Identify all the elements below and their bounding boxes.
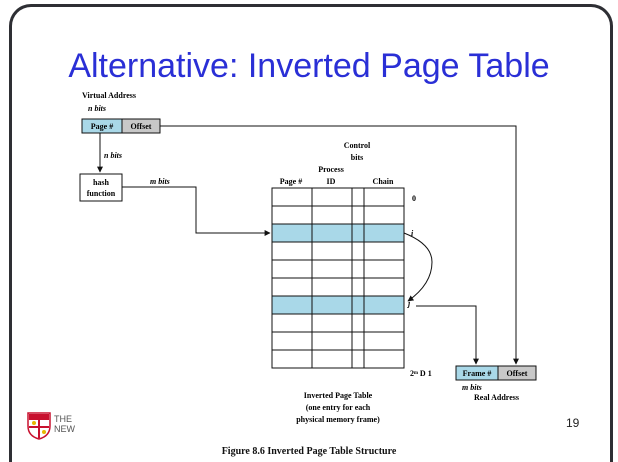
n-bits-mid-label: n bits: [104, 151, 122, 160]
table-row-highlight-j: [272, 296, 404, 314]
slide-number: 19: [566, 416, 580, 430]
hash-function-box: [79, 173, 123, 202]
real-address-label: Real Address: [474, 393, 519, 402]
process-id-header-2: ID: [327, 177, 336, 186]
slide-frame: [9, 4, 613, 462]
frame-number-field-label: Frame #: [463, 369, 492, 378]
hash-function-label-2: function: [87, 189, 116, 198]
n-bits-top-label: n bits: [88, 104, 106, 113]
inverted-page-table: [271, 187, 405, 369]
table-caption-line-1: Inverted Page Table: [304, 391, 373, 400]
hash-function-label-1: hash: [93, 178, 110, 187]
real-offset-field-label: Offset: [507, 369, 528, 378]
slide-title: Alternative: Inverted Page Table: [68, 47, 550, 85]
row-label-j: j: [406, 299, 411, 308]
process-id-header-1: Process: [318, 165, 344, 174]
table-row-highlight-i: [272, 224, 404, 242]
chain-header: Chain: [373, 177, 394, 186]
m-bits-real-label: m bits: [462, 383, 482, 392]
row-label-i: i: [411, 229, 414, 238]
page-number-field-label: Page #: [91, 122, 113, 131]
table-row-dividers: [272, 205, 404, 351]
real-offset-field: [497, 365, 537, 381]
arrow-offset-to-real-offset: [160, 125, 519, 365]
logo-text-line-2: NEW: [54, 424, 75, 434]
row-label-last: 2ᵐ D 1: [410, 369, 432, 378]
page-number-header: Page #: [280, 177, 302, 186]
chain-arrow-i-to-j: [403, 232, 433, 302]
arrow-row-j-to-frame: [416, 305, 479, 365]
offset-field-label: Offset: [131, 122, 152, 131]
m-bits-hash-label: m bits: [150, 177, 170, 186]
university-logo-text: THE NEW: [54, 414, 75, 434]
logo-text-line-1: THE: [54, 414, 72, 424]
figure-caption: Figure 8.6 Inverted Page Table Structure: [221, 446, 397, 457]
virtual-address-label: Virtual Address: [82, 91, 136, 100]
row-label-0: 0: [412, 194, 416, 203]
control-bits-header-2: bits: [351, 153, 363, 162]
table-caption-line-3: physical memory frame): [296, 415, 380, 424]
table-caption-line-2: (one entry for each: [306, 403, 371, 412]
arrow-hash-to-row-i: [122, 186, 271, 236]
control-bits-header-1: Control: [344, 141, 371, 150]
university-crest-logo: [27, 412, 51, 440]
